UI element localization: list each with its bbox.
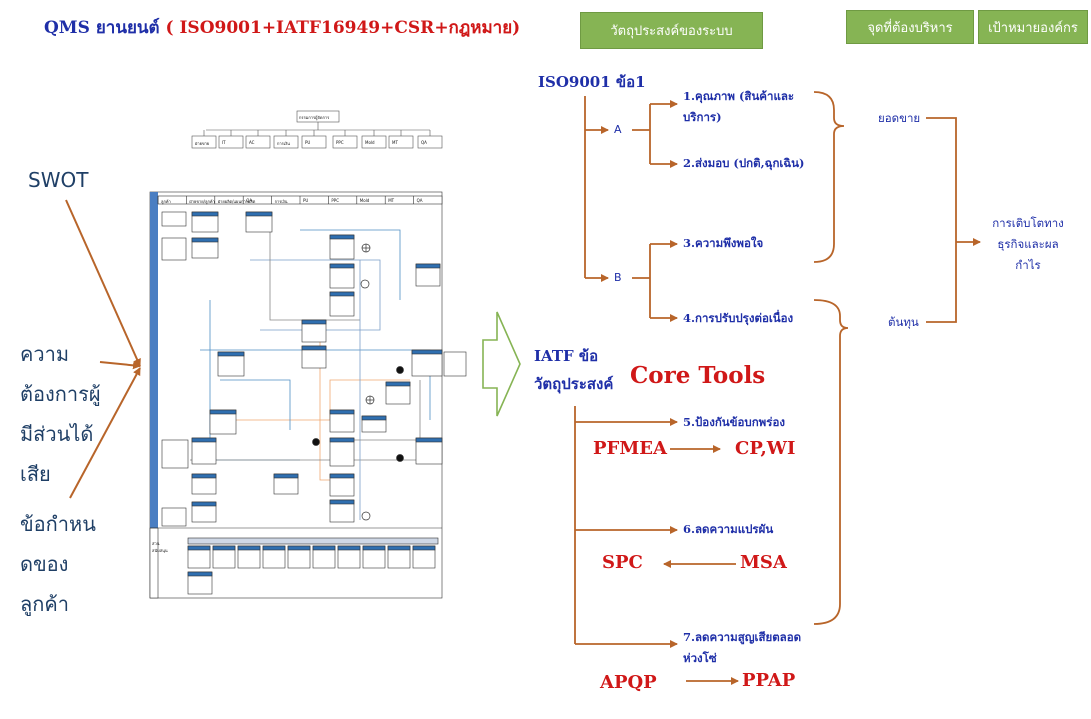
org-dept-box (273, 135, 299, 149)
org-dept-box (417, 135, 443, 149)
management-point-box: จุดที่ต้องบริหาร (846, 10, 974, 44)
stakeholder-line-3: มีส่วนได้ (20, 422, 94, 446)
pm-header-cell: ฝ่ายผลิต/แผนการผลิต (217, 199, 256, 204)
org-dept-label: AC (249, 140, 255, 145)
customer-req-line-3: ลูกค้า (20, 592, 69, 616)
support-box-header (187, 545, 211, 551)
pm-header-cell: การเงิน (274, 199, 288, 204)
cost-label: ต้นทุน (888, 315, 919, 329)
input-arrows (65, 199, 141, 499)
iatf-tree (574, 406, 739, 685)
growth-line-2: ธุรกิจและผล (997, 237, 1059, 251)
support-box-header (387, 545, 411, 551)
msa-label: MSA (740, 552, 787, 573)
core-tools-label: Core Tools (630, 362, 766, 389)
swot-label: SWOT (28, 168, 89, 192)
iatf-heading-line-2: วัตถุประสงค์ (534, 375, 614, 393)
ppap-label: PPAP (742, 670, 796, 691)
org-chart (191, 110, 443, 149)
cp-wi-label: CP,WI (735, 438, 796, 459)
pm-header-cell: ลูกค้า (161, 199, 171, 204)
iso-item-3: 3.ความพึงพอใจ (683, 236, 764, 250)
org-dept-box (332, 135, 358, 149)
objective-box: วัตถุประสงค์ของระบบ (580, 12, 763, 49)
org-dept-label: PU (305, 140, 311, 145)
iso-tree (584, 96, 678, 322)
iatf-item-5: 5.ป้องกันข้อบกพร่อง (683, 415, 785, 429)
title-standards: ( ISO9001+IATF16949+CSR+กฎหมาย) (165, 18, 521, 38)
support-box-header (362, 545, 386, 551)
org-dept-label: PPC (336, 140, 344, 145)
iatf-item-7-line-1: 7.ลดความสูญเสียตลอด (683, 630, 802, 644)
pm-header-cell: MT (388, 198, 395, 203)
growth-line-1: การเติบโตทาง (992, 216, 1064, 230)
org-dept-box (361, 135, 387, 149)
pfmea-label: PFMEA (593, 438, 667, 459)
org-dept-box (218, 135, 244, 149)
stakeholder-line-2: ต้องการผู้ (20, 382, 101, 406)
iatf-item-6: 6.ลดความแปรผัน (683, 522, 774, 536)
support-label: ส่วนสนับสนุน (152, 541, 168, 553)
org-dept-box (245, 135, 271, 149)
stakeholder-line-4: เสีย (20, 462, 51, 486)
org-dept-label: Mold (365, 140, 375, 145)
pm-header-cell: Mold (359, 198, 370, 203)
growth-line-3: กำไร (1015, 258, 1041, 272)
iso-item-1-line-1: 1.คุณภาพ (สินค้าและ (683, 89, 795, 103)
support-box-header (237, 545, 261, 551)
customer-req-line-2: ดของ (20, 552, 69, 576)
pm-header-cell: QA (246, 198, 253, 203)
branch-a-label: A (614, 123, 622, 136)
sales-label: ยอดขาย (878, 111, 921, 125)
growth-label: การเติบโตทาง ธุรกิจและผล กำไร (988, 213, 1068, 276)
org-dept-label: IT (222, 140, 226, 145)
iso-item-2: 2.ส่งมอบ (ปกติ,ฉุกเฉิน) (683, 156, 805, 170)
spc-label: SPC (602, 552, 643, 573)
big-arrow (482, 311, 521, 417)
org-dept-label: MT (392, 140, 398, 145)
branch-b-label: B (614, 271, 622, 284)
org-top-label: กรรมการผู้จัดการ (299, 115, 330, 120)
pm-header-cell: PU (303, 198, 309, 203)
support-box-header (262, 545, 286, 551)
org-dept-label: ฝ่ายขาย (195, 141, 210, 146)
process-map-symbols (312, 243, 404, 521)
brackets (813, 91, 981, 625)
org-dept-label: QA (421, 140, 427, 145)
support-box-header (312, 545, 336, 551)
apqp-label: APQP (600, 672, 657, 693)
org-dept-label: การเงิน (277, 141, 290, 146)
customer-req-line-1: ข้อกำหน (20, 512, 96, 536)
iso-item-1-line-2: บริการ) (683, 110, 722, 124)
support-box-header (337, 545, 361, 551)
iatf-heading-line-1: IATF ข้อ (534, 347, 599, 365)
pm-header-cell: QA (416, 198, 423, 203)
pm-header-cell: ฝ่ายขาย/ลูกค้า (189, 199, 215, 204)
stakeholder-line-1: ความ (20, 342, 70, 366)
support-box-header (287, 545, 311, 551)
process-map-boxes (161, 211, 467, 527)
title-qms: QMS ยานยนต์ (44, 18, 166, 38)
org-dept-box (191, 135, 217, 149)
org-dept-box (388, 135, 414, 149)
org-goal-box: เป้าหมายองค์กร (978, 10, 1088, 44)
iatf-item-7-line-2: ห่วงโซ่ (683, 651, 717, 665)
org-dept-box (301, 135, 327, 149)
iso-item-4: 4.การปรับปรุงต่อเนื่อง (683, 311, 794, 325)
support-box-header (212, 545, 236, 551)
iso-heading: ISO9001 ข้อ1 (538, 73, 646, 91)
support-box-header (412, 545, 436, 551)
page-title: QMS ยานยนต์ ( ISO9001+IATF16949+CSR+กฎหม… (44, 14, 520, 41)
support-section (187, 537, 439, 595)
pm-header-cell: PPC (331, 198, 340, 203)
